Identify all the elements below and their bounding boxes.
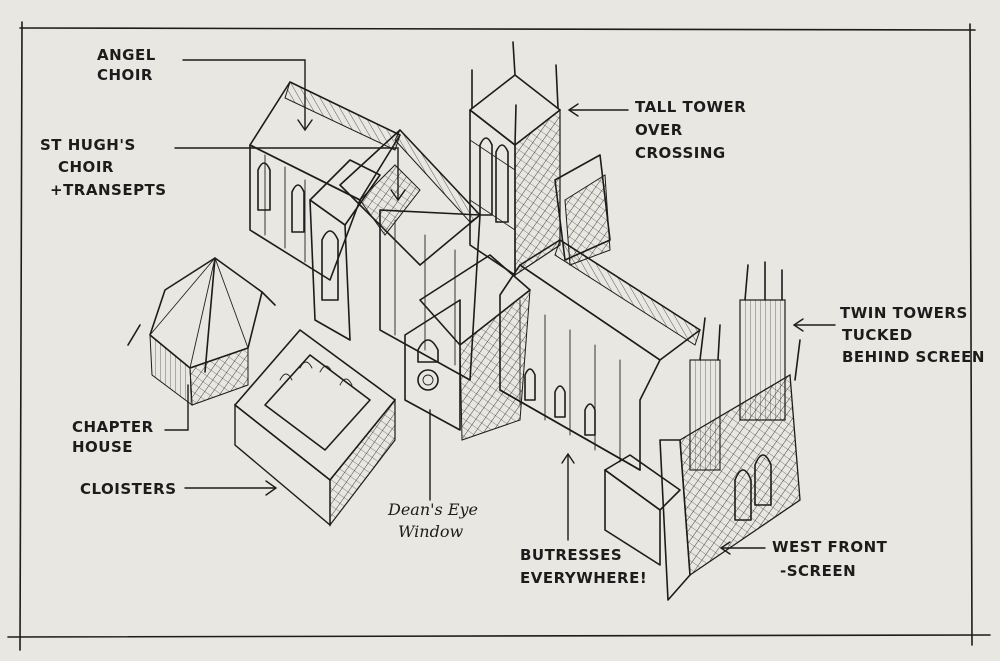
twin-towers-line2: TUCKED <box>842 326 913 344</box>
st-hughs-transepts <box>309 159 421 341</box>
chapter-house <box>127 257 276 407</box>
chapter-house-line2: HOUSE <box>72 438 133 456</box>
tall-tower-line2: OVER <box>635 121 683 139</box>
chapter-house-line1: CHAPTER <box>72 418 154 436</box>
label-angel-choir: ANGEL CHOIR <box>97 46 156 84</box>
angel-choir-block <box>249 81 401 281</box>
small-annexe <box>604 454 681 566</box>
label-chapter-house: CHAPTER HOUSE <box>72 418 154 456</box>
cloisters <box>234 329 396 527</box>
label-cloisters: CLOISTERS <box>80 480 177 498</box>
west-front-line1: WEST FRONT <box>772 538 888 556</box>
st-hughs-line2: CHOIR <box>58 158 114 176</box>
deans-eye-line2: Window <box>398 522 463 541</box>
label-west-front: WEST FRONT -SCREEN <box>772 538 888 580</box>
choir-roof <box>339 129 481 381</box>
label-st-hughs: ST HUGH'S CHOIR +TRANSEPTS <box>40 136 167 199</box>
st-hughs-line1: ST HUGH'S <box>40 136 136 154</box>
label-deans-eye: Dean's Eye Window <box>387 500 478 541</box>
label-tall-tower: TALL TOWER OVER CROSSING <box>635 98 746 162</box>
buttresses-line1: BUTRESSES <box>520 546 622 564</box>
twin-towers-line3: BEHIND SCREEN <box>842 348 985 366</box>
central-tower <box>469 41 561 277</box>
leader-lines <box>164 59 836 555</box>
deans-eye-line1: Dean's Eye <box>387 500 478 519</box>
buttresses-line2: EVERYWHERE! <box>520 569 647 587</box>
twin-towers-line1: TWIN TOWERS <box>840 304 968 322</box>
cathedral-drawing <box>127 41 801 601</box>
label-buttresses: BUTRESSES EVERYWHERE! <box>520 546 647 587</box>
tall-tower-line1: TALL TOWER <box>635 98 746 116</box>
main-transepts <box>404 154 611 441</box>
nave <box>499 239 701 471</box>
west-front-line2: -SCREEN <box>780 562 856 580</box>
st-hughs-line3: +TRANSEPTS <box>50 181 167 199</box>
label-twin-towers: TWIN TOWERS TUCKED BEHIND SCREEN <box>840 304 985 366</box>
tall-tower-line3: CROSSING <box>635 144 726 162</box>
west-front <box>659 261 801 601</box>
angel-choir-line2: CHOIR <box>97 66 153 84</box>
sketch-frame <box>7 21 991 651</box>
angel-choir-line1: ANGEL <box>97 46 156 64</box>
